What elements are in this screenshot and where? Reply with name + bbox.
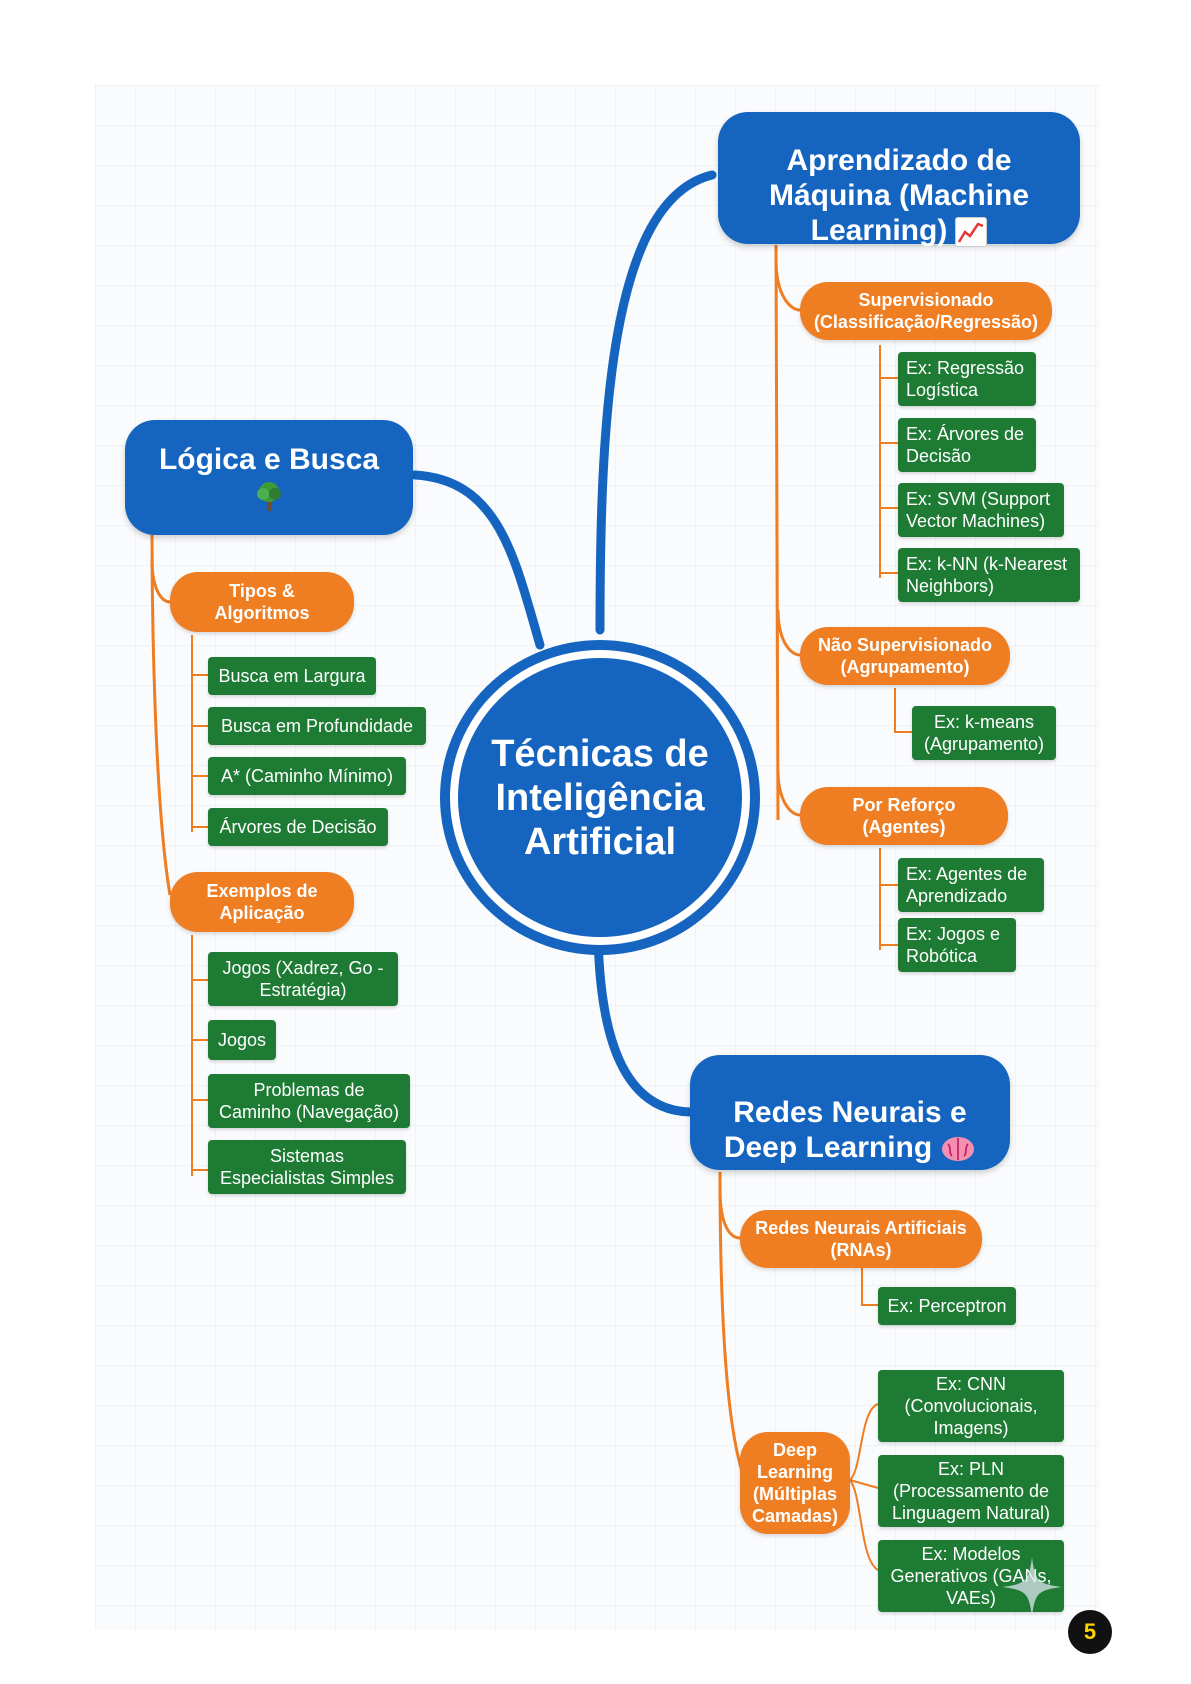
leaf-jogos-xadrez[interactable]: Jogos (Xadrez, Go - Estratégia) [208, 952, 398, 1006]
leaf-label: Sistemas Especialistas Simples [219, 1146, 395, 1188]
leaf-label: Ex: Árvores de Decisão [906, 424, 1025, 466]
leaf-cnn[interactable]: Ex: CNN (Convolucionais, Imagens) [878, 1370, 1064, 1442]
leaf-pln[interactable]: Ex: PLN (Processamento de Linguagem Natu… [878, 1455, 1064, 1527]
leaf-agentes-aprendizado[interactable]: Ex: Agentes de Aprendizado [898, 858, 1044, 912]
connector-ml-sup [774, 259, 801, 312]
connector-nn-rna-leaf [861, 1268, 878, 1306]
leaf-label: Problemas de Caminho (Navegação) [218, 1080, 400, 1122]
connector-root-ml [595, 170, 717, 635]
leaf-label: Busca em Profundidade [220, 716, 414, 736]
group-tipos-algoritmos[interactable]: Tipos & Algoritmos [170, 572, 354, 632]
sparkle-icon [1002, 1557, 1062, 1617]
group-supervisionado-label: Supervisionado (Classificação/Regressão) [813, 290, 1039, 332]
leaf-label: Ex: Modelos Generativos (GANs, VAEs) [890, 1544, 1052, 1608]
connector-ml-unsup [776, 609, 801, 657]
group-deep-learning[interactable]: Deep Learning (Múltiplas Camadas) [740, 1432, 850, 1534]
group-exemplos-aplicacao[interactable]: Exemplos de Aplicação [170, 872, 354, 932]
leaf-sistemas-especialistas[interactable]: Sistemas Especialistas Simples [208, 1140, 406, 1194]
connector-ml-trunk [774, 244, 780, 821]
connector-ml-reinf-leaves [879, 848, 898, 950]
connector-logic-tipos [150, 559, 171, 604]
leaf-a-star[interactable]: A* (Caminho Mínimo) [208, 757, 406, 795]
brain-icon [940, 1134, 976, 1164]
group-rna-label: Redes Neurais Artificiais (RNAs) [755, 1218, 967, 1260]
branch-logic-label: Lógica e Busca [158, 443, 380, 476]
connector-ml-reinf [776, 769, 801, 817]
leaf-label: A* (Caminho Mínimo) [220, 766, 394, 786]
leaf-arvores-decisao-logic[interactable]: Árvores de Decisão [208, 808, 388, 846]
connector-root-logic [410, 470, 545, 650]
group-tipos-label: Tipos & Algoritmos [214, 581, 310, 623]
page-number-badge: 5 [1068, 1610, 1112, 1654]
leaf-label: Ex: PLN (Processamento de Linguagem Natu… [891, 1459, 1051, 1523]
leaf-problemas-caminho[interactable]: Problemas de Caminho (Navegação) [208, 1074, 410, 1128]
leaf-label: Jogos (Xadrez, Go - Estratégia) [222, 958, 384, 1000]
connector-logic-trunk [150, 534, 172, 896]
leaf-jogos-robotica[interactable]: Ex: Jogos e Robótica [898, 918, 1016, 972]
leaf-busca-profundidade[interactable]: Busca em Profundidade [208, 707, 426, 745]
leaf-svm[interactable]: Ex: SVM (Support Vector Machines) [898, 483, 1064, 537]
leaf-label: Busca em Largura [218, 666, 366, 686]
group-por-reforco[interactable]: Por Reforço (Agentes) [800, 787, 1008, 845]
group-exemplos-label: Exemplos de Aplicação [206, 881, 318, 923]
page-number: 5 [1083, 1619, 1097, 1644]
leaf-label: Ex: SVM (Support Vector Machines) [906, 489, 1051, 531]
group-redes-neurais-artificiais[interactable]: Redes Neurais Artificiais (RNAs) [740, 1210, 982, 1268]
group-nao-supervisionado-label: Não Supervisionado (Agrupamento) [817, 635, 993, 677]
branch-machine-learning[interactable]: Aprendizado de Máquina (Machine Learning… [718, 112, 1080, 248]
leaf-label: Jogos [217, 1030, 267, 1050]
root-label: Técnicas de Inteligência Artificial [491, 732, 709, 863]
connector-ml-sup-leaves [879, 345, 898, 578]
group-nao-supervisionado[interactable]: Não Supervisionado (Agrupamento) [800, 627, 1010, 685]
group-dl-label: Deep Learning (Múltiplas Camadas) [751, 1440, 839, 1526]
leaf-busca-largura[interactable]: Busca em Largura [208, 657, 376, 695]
connector-logic-ex-leaves [191, 935, 208, 1176]
leaf-label: Árvores de Decisão [219, 817, 377, 837]
branch-nn-label: Redes Neurais e Deep Learning [723, 1096, 967, 1164]
leaf-label: Ex: Regressão Logística [906, 358, 1025, 400]
leaf-regressao-logistica[interactable]: Ex: Regressão Logística [898, 352, 1036, 406]
connector-nn-dl-leaves [849, 1403, 879, 1571]
leaf-label: Ex: Perceptron [887, 1296, 1007, 1316]
leaf-label: Ex: k-means (Agrupamento) [923, 712, 1045, 754]
leaf-label: Ex: Agentes de Aprendizado [906, 864, 1028, 906]
branch-ml-label: Aprendizado de Máquina (Machine Learning… [768, 144, 1030, 247]
tree-icon [254, 479, 284, 513]
branch-logica-busca[interactable]: Lógica e Busca [125, 420, 413, 535]
group-supervisionado[interactable]: Supervisionado (Classificação/Regressão) [800, 282, 1052, 340]
branch-redes-neurais[interactable]: Redes Neurais e Deep Learning [690, 1055, 1010, 1170]
leaf-label: Ex: k-NN (k-Nearest Neighbors) [906, 554, 1068, 596]
leaf-jogos[interactable]: Jogos [208, 1020, 276, 1060]
leaf-perceptron[interactable]: Ex: Perceptron [878, 1287, 1016, 1325]
root-node: Técnicas de Inteligência Artificial [450, 650, 750, 945]
leaf-label: Ex: CNN (Convolucionais, Imagens) [904, 1374, 1038, 1438]
connector-root-nn [593, 930, 695, 1117]
connector-logic-tipos-leaves [191, 635, 208, 832]
group-por-reforco-label: Por Reforço (Agentes) [852, 795, 956, 837]
leaf-kmeans[interactable]: Ex: k-means (Agrupamento) [912, 706, 1056, 760]
chart-increasing-icon [955, 217, 988, 248]
connector-ml-unsup-leaves [894, 688, 912, 733]
leaf-label: Ex: Jogos e Robótica [906, 924, 1001, 966]
connector-nn-rna [718, 1189, 741, 1240]
leaf-arvores-decisao-ml[interactable]: Ex: Árvores de Decisão [898, 418, 1036, 472]
leaf-knn[interactable]: Ex: k-NN (k-Nearest Neighbors) [898, 548, 1080, 602]
